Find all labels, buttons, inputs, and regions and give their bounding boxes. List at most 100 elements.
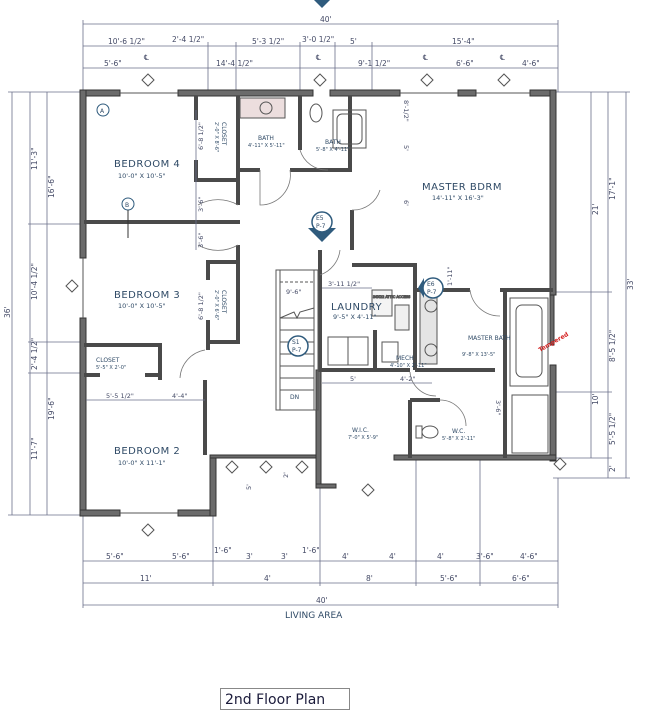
dim-overall-bottom: 40' (316, 596, 328, 605)
dim-label: 3'-6" (476, 552, 494, 561)
soaking-tub-icon (509, 297, 549, 387)
fixtures: 30X22 ATTIC ACCESS (239, 97, 549, 454)
dim-label: 10'-6 1/2" (108, 37, 145, 46)
room-laundry: LAUNDRY (331, 302, 382, 313)
room-size: 7'-0" X 5'-9" (348, 435, 378, 441)
dim-label: 11'-3" (30, 147, 39, 170)
dim-label: 5'-6" (440, 574, 458, 583)
dim-label: 3'-0 1/2" (302, 35, 334, 44)
door-swing-icon (439, 399, 467, 427)
dim-label: 4'-2" (400, 375, 415, 383)
living-area-label: LIVING AREA (285, 611, 343, 621)
window-tag-icon (65, 279, 79, 293)
dim-label: 2' (282, 472, 290, 478)
dim-label: 2'-4 1/2" (30, 338, 39, 370)
dim-label: 1'-6" (302, 546, 320, 555)
room-size: 10'-0" X 10'-5" (118, 172, 166, 180)
dim-label: 8' (366, 574, 373, 583)
dim-label: 9'-1 1/2" (358, 59, 390, 68)
room-labels: BEDROOM 4 10'-0" X 10'-5" BEDROOM 3 10'-… (96, 122, 511, 467)
dim-label: 3'-6" (197, 197, 205, 212)
section-marker-e6: E6 P-7 (418, 277, 444, 299)
room-mech: MECH (396, 355, 414, 362)
grid-markers: A B (96, 103, 135, 238)
room-bedroom-2: BEDROOM 2 (114, 446, 180, 457)
marker-sheet: P-7 (316, 223, 326, 230)
dim-label: 4'-6" (520, 552, 538, 561)
dim-label: 6'-6" (512, 574, 530, 583)
room-bedroom-4: BEDROOM 4 (114, 159, 180, 170)
door-swing-icon (197, 199, 239, 206)
dim-label: 2'-4 1/2" (172, 35, 204, 44)
dim-label: 16'-6" (47, 175, 56, 198)
dim-label: 5' (350, 375, 356, 383)
room-wic: W.I.C. (352, 427, 369, 434)
dim-label: 15'-4" (452, 37, 475, 46)
marker-sheet: P-7 (292, 347, 302, 354)
plan-title: 2nd Floor Plan (220, 688, 350, 710)
dim-label: 11'-7" (30, 437, 39, 460)
door-swing-icon (319, 249, 341, 276)
bathtub-icon (332, 109, 367, 149)
mech-unit-icon (381, 341, 399, 363)
centerline-icon: ℄ (423, 53, 428, 62)
centerline-icon: ℄ (144, 53, 149, 62)
top-dimensions: 40' 10'-6 1/2" 2'-4 1/2" 5'-3 1/2" 3'-0 … (82, 15, 559, 92)
dim-label: 5' (402, 145, 410, 151)
door-swing-icon (469, 289, 501, 317)
dim-label: 6'-6" (456, 59, 474, 68)
window-tag-icon (497, 73, 511, 87)
marker-id: E5 (316, 215, 324, 222)
room-size: 5'-8" X 4'-11" (316, 147, 349, 153)
dim-overall-top: 40' (320, 15, 332, 24)
room-size: 10'-0" X 11'-1" (118, 459, 166, 467)
door-swing-icon (259, 169, 291, 206)
right-dimensions: 21' 10' 17'-1" 8'-5 1/2" 5'-5 1/2" 2' 33… (553, 91, 635, 479)
sink-icon (259, 101, 273, 115)
room-closet-3: CLOSET (96, 357, 120, 364)
grid-marker-b: B (125, 202, 129, 209)
window-tag-icon (295, 460, 309, 474)
door-swing-icon (299, 149, 329, 171)
room-size: 5'-8" X 2'-11" (442, 436, 475, 442)
attic-access-label: 30X22 ATTIC ACCESS (373, 295, 411, 299)
vanity-icon (239, 97, 286, 119)
dim-label: 6' (402, 200, 410, 206)
north-marker-icon (314, 0, 330, 8)
room-wc: W.C. (452, 428, 465, 435)
double-vanity-icon (419, 291, 438, 365)
dim-label: 2' (608, 465, 617, 472)
dim-label: 9'-6" (286, 288, 301, 296)
door-swing-icon (197, 244, 239, 251)
dim-overall-left: 36' (3, 306, 12, 318)
room-size: 9'-8" X 13'-5" (462, 352, 495, 358)
dim-label: 10'-4 1/2" (30, 263, 39, 300)
stairs: DN (275, 269, 319, 411)
bottom-dimensions: 5'-6" 5'-6" 1'-6" 3' 3' 1'-6" 4' 4' 4' 3… (82, 457, 567, 621)
dim-label: 11' (140, 574, 152, 583)
window-tag-icon (313, 73, 327, 87)
dim-label: 1'-11" (446, 266, 454, 286)
door-swing-icon (179, 349, 206, 379)
room-master-bdrm: MASTER BDRM (422, 182, 502, 193)
dim-label: 5'-6" (172, 552, 190, 561)
dim-label: 4'-4" (172, 392, 187, 400)
dim-label: 4' (389, 552, 396, 561)
dim-label: 5'-6" (104, 59, 122, 68)
room-size: 4'-10" X 2'-11" (390, 363, 427, 369)
room-size: 2'-0" X 6'-6" (213, 290, 219, 320)
doors (179, 149, 501, 427)
centerline-icon: ℄ (316, 53, 321, 62)
dim-label: 5' (245, 484, 253, 490)
dim-label: 3'-6" (494, 400, 502, 415)
room-bath-1: BATH (258, 135, 274, 142)
marker-id: S1 (292, 339, 300, 346)
room-closet-2: CLOSET (220, 290, 227, 314)
dim-label: 4' (264, 574, 271, 583)
dim-label: 4' (342, 552, 349, 561)
room-size: 9'-5" X 4'-11" (333, 313, 377, 321)
room-size: 10'-0" X 10'-5" (118, 302, 166, 310)
door-swing-icon (351, 189, 381, 211)
dim-overall-right: 33' (626, 278, 635, 290)
